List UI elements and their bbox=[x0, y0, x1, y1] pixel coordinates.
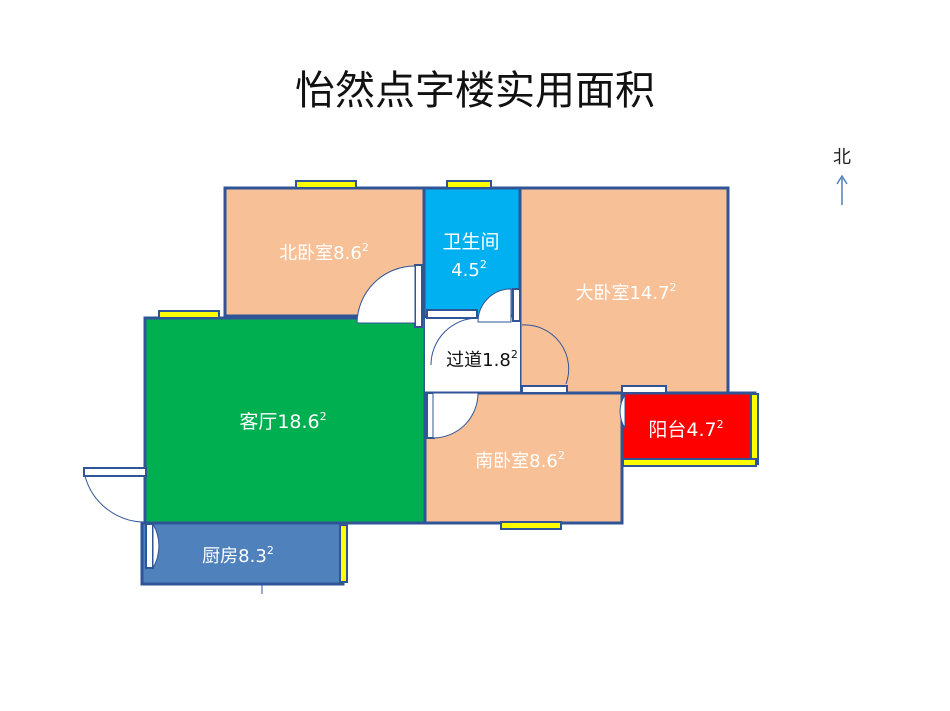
window bbox=[446, 180, 492, 189]
window bbox=[158, 310, 220, 319]
master-bedroom-area[interactable] bbox=[518, 186, 730, 395]
door-swing-arc bbox=[432, 392, 479, 439]
bathroom-area-label: 4.52 bbox=[451, 258, 487, 281]
balcony-area[interactable] bbox=[620, 391, 757, 466]
hallway-area[interactable] bbox=[425, 318, 520, 395]
door-panel bbox=[621, 385, 667, 394]
bathroom-label: 卫生间 bbox=[442, 231, 499, 253]
door-swing-arc bbox=[430, 317, 479, 366]
door-panel bbox=[145, 523, 154, 569]
window bbox=[750, 393, 759, 465]
door-panel bbox=[414, 264, 423, 328]
north-bedroom-label: 北卧室8.62 bbox=[279, 241, 369, 264]
door-swing-arc bbox=[84, 475, 147, 523]
north-label: 北 bbox=[833, 147, 851, 168]
door-panel bbox=[83, 467, 147, 477]
page-title: 怡然点字楼实用面积 bbox=[295, 68, 655, 114]
kitchen-area[interactable] bbox=[140, 521, 345, 586]
south-bedroom-label: 南卧室8.62 bbox=[475, 449, 565, 472]
kitchen-label: 厨房8.32 bbox=[202, 544, 274, 567]
door-panel bbox=[521, 385, 568, 394]
master-bedroom-label: 大卧室14.72 bbox=[575, 281, 676, 304]
door-swing-arc bbox=[356, 265, 416, 324]
window bbox=[500, 521, 562, 530]
door-panel bbox=[426, 309, 478, 319]
door-swing-arc bbox=[619, 393, 626, 430]
door-swing-arc bbox=[477, 288, 512, 323]
door-swing-arc bbox=[152, 522, 160, 570]
north-arrowhead-icon bbox=[836, 174, 848, 185]
hallway-label: 过道1.82 bbox=[446, 348, 518, 371]
door-panel bbox=[512, 288, 521, 322]
door-swing-arc bbox=[521, 324, 570, 385]
window bbox=[622, 458, 757, 467]
window bbox=[339, 524, 348, 583]
balcony-label: 阳台4.72 bbox=[648, 418, 723, 441]
living-room-label: 客厅18.62 bbox=[239, 410, 326, 433]
window bbox=[295, 180, 357, 189]
